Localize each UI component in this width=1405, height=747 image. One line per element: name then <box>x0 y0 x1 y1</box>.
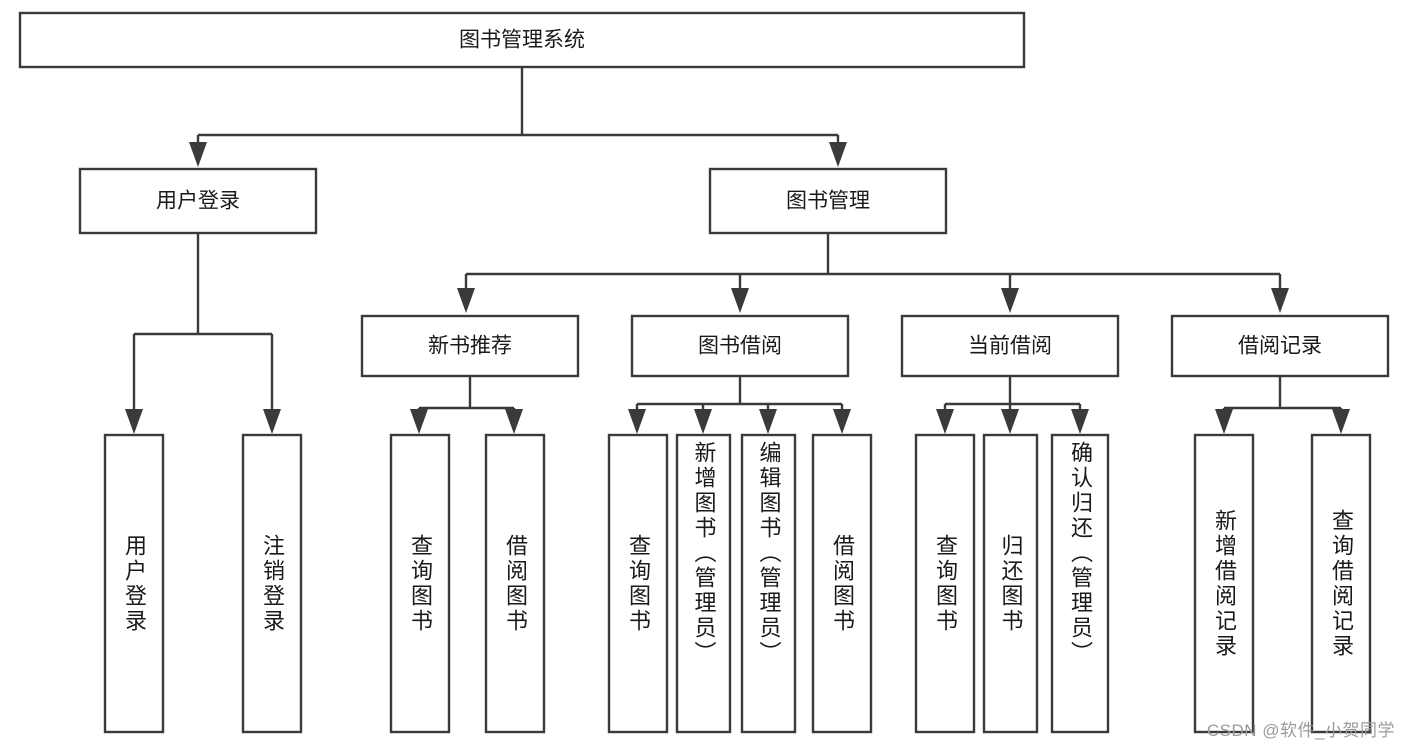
arrow-to-book-borrow <box>731 288 749 313</box>
user-login-box <box>78 167 318 235</box>
leaf-logout-login-box <box>241 433 303 734</box>
node-new-book-recommend[interactable]: 新书推荐 <box>360 314 580 378</box>
book-borrow-label: 图书借阅 <box>698 335 782 358</box>
arrow-current-borrow-leaf-1 <box>936 409 954 434</box>
connector-new-book-recommend-to-leaves <box>417 376 516 414</box>
leaf-borrow-book-1-box <box>484 433 546 734</box>
arrow-new-book-leaf-2 <box>505 409 523 434</box>
node-leaf-logout-login[interactable] <box>241 433 303 734</box>
arrow-book-borrow-leaf-2 <box>694 409 712 434</box>
arrow-user-login-leaf-1 <box>125 409 143 434</box>
arrow-to-new-book-recommend <box>457 288 475 313</box>
new-book-recommend-label: 新书推荐 <box>428 335 512 358</box>
arrow-to-current-borrow <box>1001 288 1019 313</box>
arrow-current-borrow-leaf-3 <box>1071 409 1089 434</box>
arrow-root-to-user-login <box>189 142 207 167</box>
borrow-record-box <box>1170 314 1390 378</box>
node-current-borrow[interactable]: 当前借阅 <box>900 314 1120 378</box>
arrow-borrow-record-leaf-2 <box>1332 409 1350 434</box>
arrow-book-borrow-leaf-1 <box>628 409 646 434</box>
node-leaf-add-book[interactable] <box>675 433 732 734</box>
arrow-user-login-leaf-2 <box>263 409 281 434</box>
leaf-borrow-book-2-box <box>811 433 873 734</box>
arrow-root-to-book-management <box>829 142 847 167</box>
borrow-record-label: 借阅记录 <box>1238 335 1322 358</box>
root-box <box>18 11 1026 69</box>
arrow-current-borrow-leaf-2 <box>1001 409 1019 434</box>
root-label: 图书管理系统 <box>459 29 585 52</box>
connector-book-management-to-level3 <box>464 233 1282 290</box>
arrow-book-borrow-leaf-4 <box>833 409 851 434</box>
leaf-confirm-return-box <box>1050 433 1110 734</box>
node-user-login[interactable]: 用户登录 <box>78 167 318 235</box>
leaf-query-book-3-box <box>914 433 976 734</box>
leaf-add-book-box <box>675 433 732 734</box>
book-management-box <box>708 167 948 235</box>
node-borrow-record[interactable]: 借阅记录 <box>1170 314 1390 378</box>
node-leaf-query-borrow-record[interactable] <box>1310 433 1372 734</box>
node-book-management[interactable]: 图书管理 <box>708 167 948 235</box>
connector-book-borrow-to-leaves <box>635 376 844 412</box>
leaf-add-borrow-record-box <box>1193 433 1255 734</box>
leaf-query-book-2-box <box>607 433 669 734</box>
node-leaf-return-book[interactable] <box>982 433 1039 734</box>
node-leaf-borrow-book-2[interactable] <box>811 433 873 734</box>
arrow-new-book-leaf-1 <box>410 409 428 434</box>
node-root-book-management-system[interactable]: 图书管理系统 <box>18 11 1026 69</box>
connector-current-borrow-to-leaves <box>943 376 1082 412</box>
current-borrow-label: 当前借阅 <box>968 335 1052 358</box>
connector-layer <box>125 68 1350 434</box>
leaf-edit-book-box <box>740 433 797 734</box>
arrow-borrow-record-leaf-1 <box>1215 409 1233 434</box>
leaf-query-borrow-record-box <box>1310 433 1372 734</box>
user-login-label: 用户登录 <box>156 190 240 213</box>
book-management-label: 图书管理 <box>786 190 870 213</box>
node-book-borrow[interactable]: 图书借阅 <box>630 314 850 378</box>
node-leaf-user-login[interactable] <box>103 433 165 734</box>
connector-borrow-record-to-leaves <box>1222 376 1343 414</box>
node-leaf-query-book-1[interactable] <box>389 433 451 734</box>
node-leaf-query-book-2[interactable] <box>607 433 669 734</box>
node-leaf-confirm-return[interactable] <box>1050 433 1110 734</box>
arrow-book-borrow-leaf-3 <box>759 409 777 434</box>
arrow-to-borrow-record <box>1271 288 1289 313</box>
connector-user-login-to-leaves <box>132 233 274 412</box>
leaf-query-book-1-box <box>389 433 451 734</box>
connector-root-to-level2 <box>196 68 840 148</box>
node-leaf-borrow-book-1[interactable] <box>484 433 546 734</box>
leaf-user-login-box <box>103 433 165 734</box>
node-leaf-query-book-3[interactable] <box>914 433 976 734</box>
current-borrow-box <box>900 314 1120 378</box>
book-borrow-box <box>630 314 850 378</box>
new-book-recommend-box <box>360 314 580 378</box>
node-leaf-edit-book[interactable] <box>740 433 797 734</box>
node-leaf-add-borrow-record[interactable] <box>1193 433 1255 734</box>
leaf-return-book-box <box>982 433 1039 734</box>
